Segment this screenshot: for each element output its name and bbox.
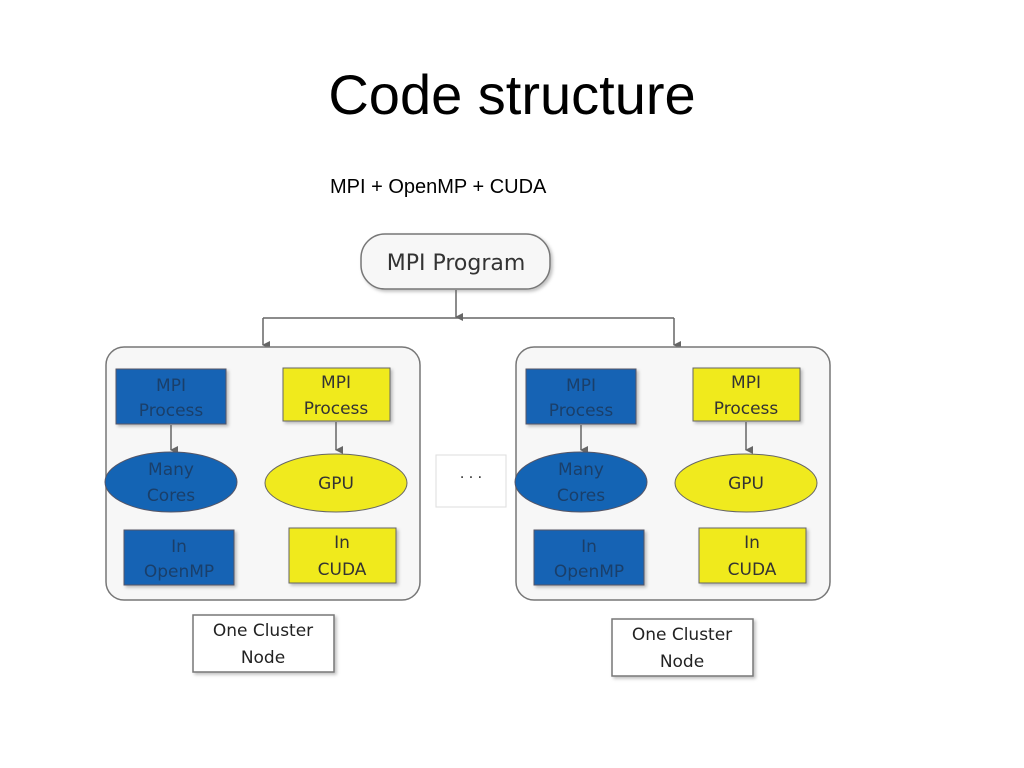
slide-subtitle: MPI + OpenMP + CUDA bbox=[330, 176, 547, 198]
cpu-process-line1: MPI bbox=[566, 376, 596, 396]
cpu-process-line2: Process bbox=[549, 401, 614, 421]
caption-line2: Node bbox=[241, 648, 285, 668]
cpu-mpi-process-box: MPI Process bbox=[115, 368, 227, 425]
cpu-process-line2: Process bbox=[139, 401, 204, 421]
cuda-line2: CUDA bbox=[728, 560, 777, 580]
gpu-process-line1: MPI bbox=[321, 373, 351, 393]
cuda-box: In CUDA bbox=[698, 527, 807, 584]
openmp-line2: OpenMP bbox=[144, 562, 214, 582]
many-cores-ellipse: Many Cores bbox=[514, 451, 648, 513]
root-node-label: MPI Program bbox=[387, 251, 526, 276]
gpu-label: GPU bbox=[318, 474, 354, 494]
openmp-box: In OpenMP bbox=[123, 529, 235, 586]
gpu-ellipse: GPU bbox=[674, 453, 818, 513]
gpu-process-line2: Process bbox=[304, 399, 369, 419]
cluster-node-1-caption: One Cluster Node bbox=[192, 614, 335, 673]
openmp-box: In OpenMP bbox=[533, 529, 645, 586]
gpu-mpi-process-box: MPI Process bbox=[692, 367, 801, 422]
many-cores-ellipse: Many Cores bbox=[104, 451, 238, 513]
cuda-line2: CUDA bbox=[318, 560, 367, 580]
openmp-line1: In bbox=[171, 537, 187, 557]
cluster-node-2: MPI Process Many Cores In OpenMP MPI Pro… bbox=[514, 346, 831, 601]
gpu-mpi-process-box: MPI Process bbox=[282, 367, 391, 422]
cluster-node-1: MPI Process Many Cores In OpenMP MPI Pro… bbox=[104, 346, 421, 601]
gpu-label: GPU bbox=[728, 474, 764, 494]
cores-line1: Many bbox=[148, 460, 194, 480]
gpu-process-line2: Process bbox=[714, 399, 779, 419]
cores-line1: Many bbox=[558, 460, 604, 480]
openmp-line2: OpenMP bbox=[554, 562, 624, 582]
gpu-ellipse: GPU bbox=[264, 453, 408, 513]
cuda-line1: In bbox=[744, 533, 760, 553]
cores-line2: Cores bbox=[557, 486, 605, 506]
caption-line2: Node bbox=[660, 652, 704, 672]
cores-line2: Cores bbox=[147, 486, 195, 506]
ellipsis-box: · · · bbox=[435, 454, 507, 508]
gpu-process-line1: MPI bbox=[731, 373, 761, 393]
cluster-node-2-caption: One Cluster Node bbox=[611, 618, 754, 677]
cpu-process-line1: MPI bbox=[156, 376, 186, 396]
openmp-line1: In bbox=[581, 537, 597, 557]
cuda-line1: In bbox=[334, 533, 350, 553]
cpu-mpi-process-box: MPI Process bbox=[525, 368, 637, 425]
connectors bbox=[262, 290, 681, 349]
ellipsis-text: · · · bbox=[460, 470, 482, 486]
root-node-mpi-program: MPI Program bbox=[360, 233, 551, 290]
caption-line1: One Cluster bbox=[213, 621, 313, 641]
slide-title: Code structure bbox=[328, 63, 696, 126]
caption-line1: One Cluster bbox=[632, 625, 732, 645]
cuda-box: In CUDA bbox=[288, 527, 397, 584]
